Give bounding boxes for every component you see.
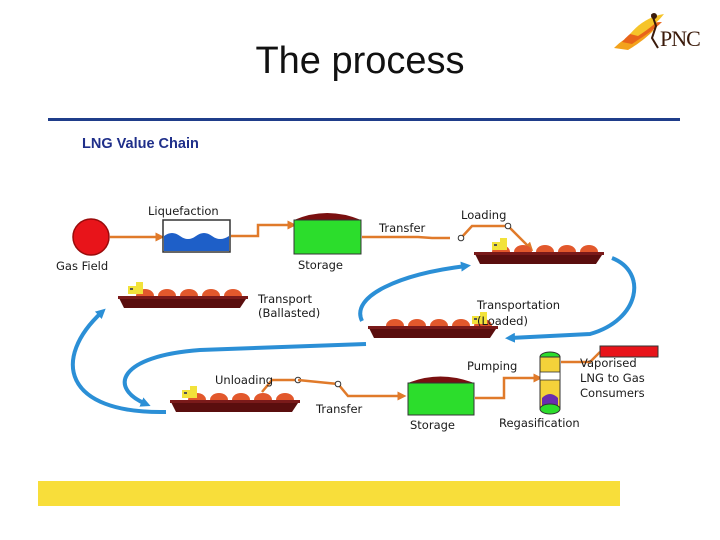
label-transfer-top: Transfer <box>379 221 426 235</box>
storage-tank-top-icon <box>293 213 362 255</box>
label-loaded: (Loaded) <box>477 314 528 328</box>
label-gas-field: Gas Field <box>56 259 109 273</box>
liquefaction-tank-icon <box>162 219 231 253</box>
gas-field-icon <box>72 218 110 256</box>
label-consumers-line-2: LNG to Gas <box>580 371 645 385</box>
diagram-heading: LNG Value Chain <box>82 136 199 152</box>
label-consumers-line-3: Consumers <box>580 386 645 400</box>
label-pumping: Pumping <box>467 359 518 373</box>
pipe-liquefaction-storage <box>231 220 297 238</box>
flow-arrow-loaded-to-unloading <box>122 342 367 407</box>
label-loading: Loading <box>461 208 507 222</box>
flow-arrow-return-ballasted <box>358 261 471 322</box>
ship-unloading-icon <box>170 386 300 412</box>
gas-pipeline-icon <box>599 345 659 358</box>
label-regasification: Regasification <box>499 416 580 430</box>
label-storage-top: Storage <box>298 258 343 272</box>
ship-loading-icon <box>474 238 604 264</box>
flow-arrow-loaded-turn <box>505 256 637 343</box>
pipe-transfer-storage <box>297 378 407 401</box>
slide-title: The process <box>255 40 465 82</box>
pipe-storage-pumping <box>475 373 543 400</box>
logo-flame-icon <box>614 13 664 50</box>
label-transport: Transport <box>258 292 312 306</box>
regasification-unit-icon <box>539 351 561 415</box>
title-divider <box>48 118 680 121</box>
label-ballasted: (Ballasted) <box>258 306 321 320</box>
label-transportation: Transportation <box>477 298 561 312</box>
label-consumers-line-1: Vaporised <box>580 356 637 370</box>
pipe-unloading-transfer <box>261 378 298 393</box>
logo-text: PNC <box>660 26 701 51</box>
pipe-storage-transfer <box>362 235 450 240</box>
flow-arrow-unloading-return <box>70 308 167 415</box>
ship-transport-ballasted-icon <box>118 282 248 308</box>
label-unloading: Unloading <box>215 373 274 387</box>
footer-accent-bar <box>38 481 620 506</box>
label-storage-bottom: Storage <box>410 418 455 432</box>
pipe-regas-consumers <box>561 351 601 364</box>
storage-tank-bottom-icon <box>407 376 475 416</box>
label-transfer-bottom: Transfer <box>316 402 363 416</box>
label-liquefaction: Liquefaction <box>148 204 219 218</box>
